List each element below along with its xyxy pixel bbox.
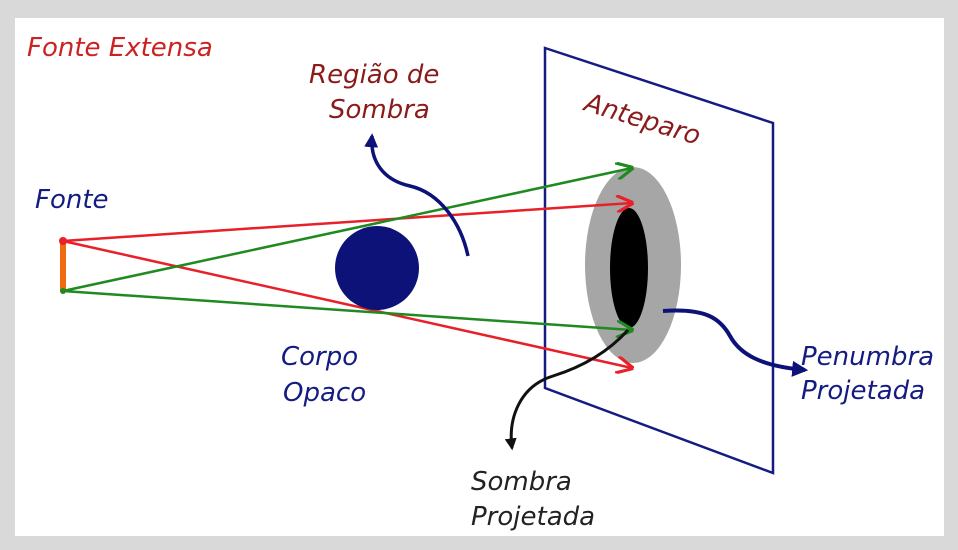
green-ray-upper xyxy=(62,168,632,293)
label-sombra-line1: Sombra xyxy=(471,467,572,497)
screen-anteparo xyxy=(543,46,775,475)
label-corpo: Corpo xyxy=(281,342,358,372)
red-ray-lower xyxy=(62,239,632,368)
penumbra-projected-arrow xyxy=(662,308,809,377)
label-penumbra-line2: Projetada xyxy=(801,376,925,406)
shadow-diagram: Fonte Extensa Região de Sombra Anteparo … xyxy=(27,33,934,532)
label-regiao-line1: Região de xyxy=(309,60,439,90)
umbra-region xyxy=(610,208,648,328)
label-fonte-extensa: Fonte Extensa xyxy=(27,33,213,63)
diagram-panel: Fonte Extensa Região de Sombra Anteparo … xyxy=(15,18,944,536)
projected-shadow-arrow xyxy=(504,328,630,451)
opaque-body xyxy=(335,226,419,310)
label-penumbra-line1: Penumbra xyxy=(801,342,934,372)
label-anteparo: Anteparo xyxy=(579,87,704,151)
red-ray-upper xyxy=(62,203,632,243)
label-sombra-line2: Projetada xyxy=(471,502,595,532)
shadow-region-arrow xyxy=(364,133,470,257)
green-ray-lower xyxy=(62,289,632,330)
label-opaco: Opaco xyxy=(283,378,366,408)
label-regiao-line2: Sombra xyxy=(329,95,430,125)
label-fonte: Fonte xyxy=(35,185,109,215)
